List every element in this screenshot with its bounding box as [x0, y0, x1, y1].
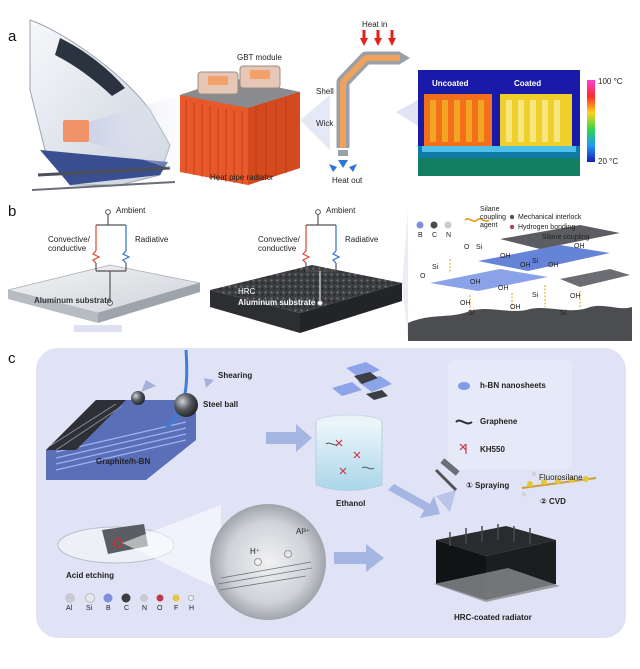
chem-oh-5: OH [470, 279, 481, 286]
hrc-radiator-label: HRC-coated radiator [454, 613, 532, 622]
color-scale-bar [587, 80, 595, 162]
chem-o-1: O [464, 244, 470, 251]
silane-agent-2: coupling [480, 214, 507, 221]
element-h: H [189, 605, 195, 612]
b-right-convective: Convective/ [258, 235, 300, 244]
b-right-hrc: HRC [238, 287, 256, 296]
chem-si-2: Si [532, 258, 539, 265]
chem-si-5: Si [468, 310, 475, 317]
chem-oh-4: OH [548, 262, 559, 269]
temp-min-label: 20 °C [598, 157, 619, 166]
graphite-hbn-block [46, 400, 196, 480]
shell-label: Shell [316, 87, 334, 96]
steel-ball-label: Steel ball [203, 400, 239, 409]
element-b: B [106, 605, 111, 612]
panel-c-graphic [46, 349, 597, 620]
heat-pipe-radiator [180, 65, 300, 185]
heat-in-label: Heat in [362, 20, 388, 29]
element-al: Al [66, 605, 73, 612]
chem-oh-3: OH [520, 262, 531, 269]
wick-label: Wick [316, 119, 334, 128]
cvd-label: ② CVD [540, 497, 566, 506]
legend-n: N [446, 232, 452, 239]
b-left-radiative: Radiative [135, 235, 169, 244]
b-right-conductive: conductive [258, 244, 297, 253]
legend-hbn-label: h-BN nanosheets [480, 381, 546, 390]
mechanical-interlock: Mechanical interlock [518, 214, 582, 221]
panel-c-letter: c [8, 350, 16, 367]
chem-si-1: Si [476, 244, 483, 251]
thermal-image [418, 70, 580, 176]
chem-oh-8: OH [460, 300, 471, 307]
hrc-radiator [434, 524, 560, 602]
b-left-convective: Convective/ [48, 235, 90, 244]
chemistry-inset [408, 201, 632, 341]
coated-label: Coated [514, 79, 542, 88]
temp-max-label: 100 °C [598, 77, 623, 86]
b-right-substrate: Aluminum substrate [238, 298, 316, 307]
acid-etching-label: Acid etching [66, 571, 115, 580]
fluorosilane-label: Fluorosilane [539, 473, 583, 482]
chem-si-3: Si [432, 264, 439, 271]
b-left-conductive: conductive [48, 244, 87, 253]
chem-oh-7: OH [570, 293, 581, 300]
chem-si-6: Si [560, 310, 567, 317]
chem-oh-9: OH [510, 304, 521, 311]
panel-a-letter: a [8, 28, 17, 45]
chem-o-2: O [420, 273, 426, 280]
legend-c: C [432, 232, 438, 239]
chem-oh-1: OH [574, 243, 585, 250]
element-o: O [157, 605, 163, 612]
panel-a-graphic [29, 19, 595, 191]
spraying-label: ① Spraying [466, 481, 510, 490]
element-c: C [124, 605, 130, 612]
chem-oh-6: OH [498, 285, 509, 292]
silane-coupling: Silane coupling [542, 234, 590, 241]
ethanol-label: Ethanol [336, 499, 366, 508]
panel-b-graphic [7, 201, 632, 341]
uncoated-label: Uncoated [432, 79, 469, 88]
gbt-module-label: GBT module [237, 53, 282, 62]
b-right-ambient: Ambient [326, 206, 356, 215]
silane-agent-3: agent [480, 222, 498, 229]
heat-pipe [336, 51, 410, 156]
legend-kh550-label: KH550 [480, 445, 505, 454]
chem-si-4: Si [532, 292, 539, 299]
b-right-radiative: Radiative [345, 235, 379, 244]
element-si: Si [86, 605, 93, 612]
shearing-label: Shearing [218, 371, 253, 380]
chem-oh-2: OH [500, 253, 511, 260]
ethanol-beaker [315, 414, 383, 491]
b-left-ambient: Ambient [116, 206, 146, 215]
legend-graphene-label: Graphene [480, 417, 518, 426]
h-plus-label: H⁺ [250, 547, 260, 556]
silane-agent-1: Silane [480, 206, 500, 213]
heat-pipe-radiator-label: Heat pipe radiator [210, 173, 274, 182]
panel-b-letter: b [8, 203, 17, 220]
hydrogen-bonding: Hydrogen bonding [518, 224, 576, 231]
b-left-substrate: Aluminum substrate [34, 296, 112, 305]
heat-out-label: Heat out [332, 176, 363, 185]
legend-b: B [418, 232, 423, 239]
graphite-hbn-label: Graphite/h-BN [96, 457, 151, 466]
al-3plus-label: Al³⁺ [296, 527, 310, 536]
element-n: N [142, 605, 148, 612]
element-f: F [174, 605, 179, 612]
